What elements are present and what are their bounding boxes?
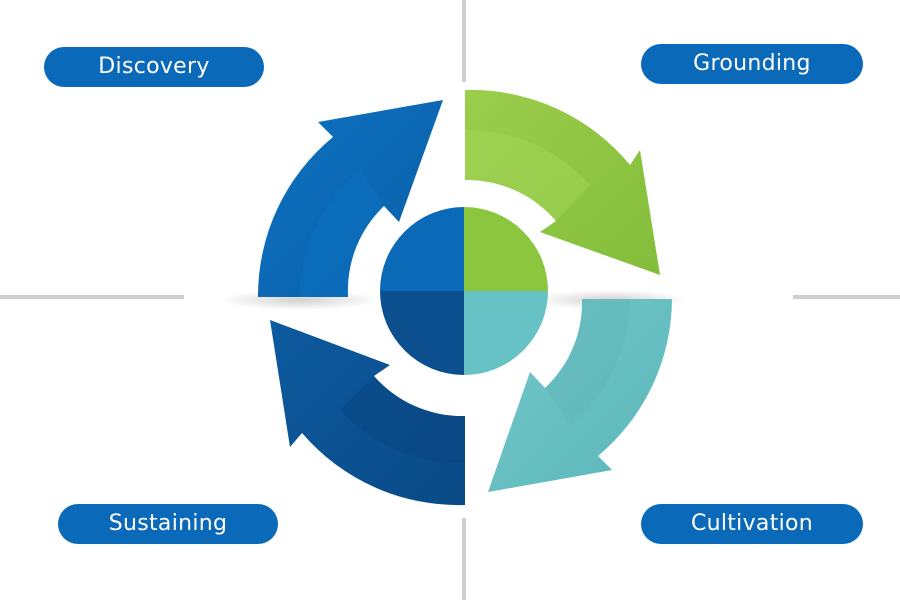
divider-bottom [462, 518, 466, 600]
cultivation-arrow-inner [545, 299, 630, 425]
divider-top [462, 0, 466, 82]
center-quarter-bottom-left [380, 291, 464, 375]
center-quarter-top-right [464, 207, 548, 291]
divider-right [793, 295, 900, 299]
sustaining-arrow [270, 320, 465, 506]
divider-left [0, 295, 184, 299]
discovery-arrow [257, 100, 443, 297]
grounding-arrow [465, 89, 660, 275]
stage-label-grounding: Grounding [641, 44, 863, 84]
stage-label-cultivation: Cultivation [641, 504, 863, 544]
center-quarter-bottom-right [464, 291, 548, 375]
grounding-arrow-inner [465, 129, 590, 221]
stage-label-sustaining: Sustaining [58, 504, 278, 544]
cultivation-arrow [488, 299, 672, 492]
sustaining-arrow-inner [340, 376, 465, 464]
center-quarter-top-left [380, 207, 464, 291]
discovery-arrow-inner [300, 170, 384, 297]
stage-label-discovery: Discovery [44, 47, 264, 87]
